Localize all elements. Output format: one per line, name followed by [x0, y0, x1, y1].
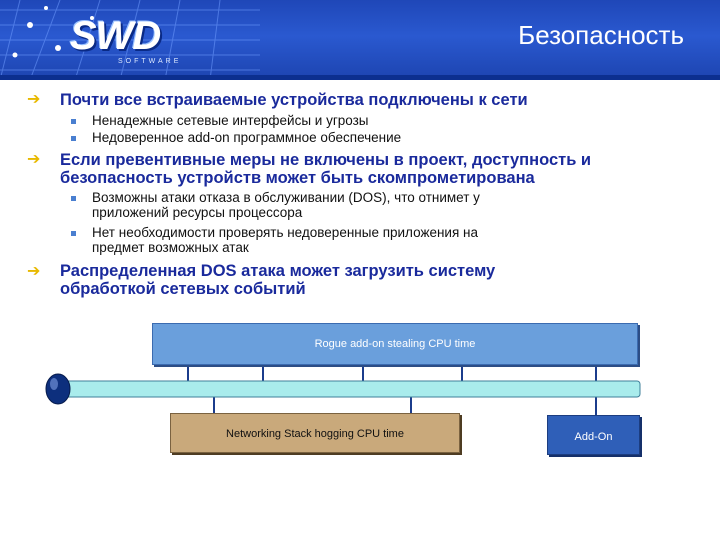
bullet-2-text-line-2: безопасность устройств может быть скомпр…	[60, 169, 535, 187]
bullet-2-item-1-line-1: Возможны атаки отказа в обслуживании (DO…	[92, 190, 480, 205]
arrow-bullet-icon: ➔	[27, 91, 41, 108]
header-banner: SWD SOFTWARE Безопасность	[0, 0, 720, 80]
square-bullet-icon	[71, 231, 76, 236]
addon-box: Add-On	[547, 415, 640, 455]
bullet-2-item-1-line-2: приложений ресурсы процессора	[92, 205, 303, 220]
network-bus	[55, 380, 641, 398]
bullet-2-item-2-line-2: предмет возможных атак	[92, 240, 249, 255]
square-bullet-icon	[71, 119, 76, 124]
logo-grid-graphic	[0, 0, 260, 80]
bullet-2-text-line-1: Если превентивные меры не включены в про…	[60, 151, 592, 169]
bullet-3-text-line-1: Распределенная DOS атака может загрузить…	[60, 262, 496, 280]
square-bullet-icon	[71, 196, 76, 201]
bus-end-cap	[45, 373, 71, 405]
logo-subtitle: SOFTWARE	[118, 58, 182, 65]
bus-end-cap-highlight	[50, 378, 58, 390]
networking-stack-box: Networking Stack hogging CPU time	[170, 413, 460, 453]
arrow-bullet-icon: ➔	[27, 263, 41, 280]
square-bullet-icon	[71, 136, 76, 141]
bullet-1-item-2: Недоверенное add-on программное обеспече…	[92, 130, 402, 145]
bullet-3-text-line-2: обработкой сетевых событий	[60, 280, 306, 298]
rogue-addon-box: Rogue add-on stealing CPU time	[152, 323, 638, 365]
slide-title: Безопасность	[518, 20, 684, 50]
logo-text: SWD	[70, 14, 161, 58]
bullet-1-item-1: Ненадежные сетевые интерфейсы и угрозы	[92, 113, 369, 128]
arrow-bullet-icon: ➔	[27, 151, 41, 168]
bullet-1-text: Почти все встраиваемые устройства подклю…	[60, 91, 528, 109]
bullet-list: ➔ Почти все встраиваемые устройства подк…	[27, 91, 592, 298]
bullet-2-item-2-line-1: Нет необходимости проверять недоверенные…	[92, 225, 479, 240]
header-rule	[0, 75, 720, 80]
